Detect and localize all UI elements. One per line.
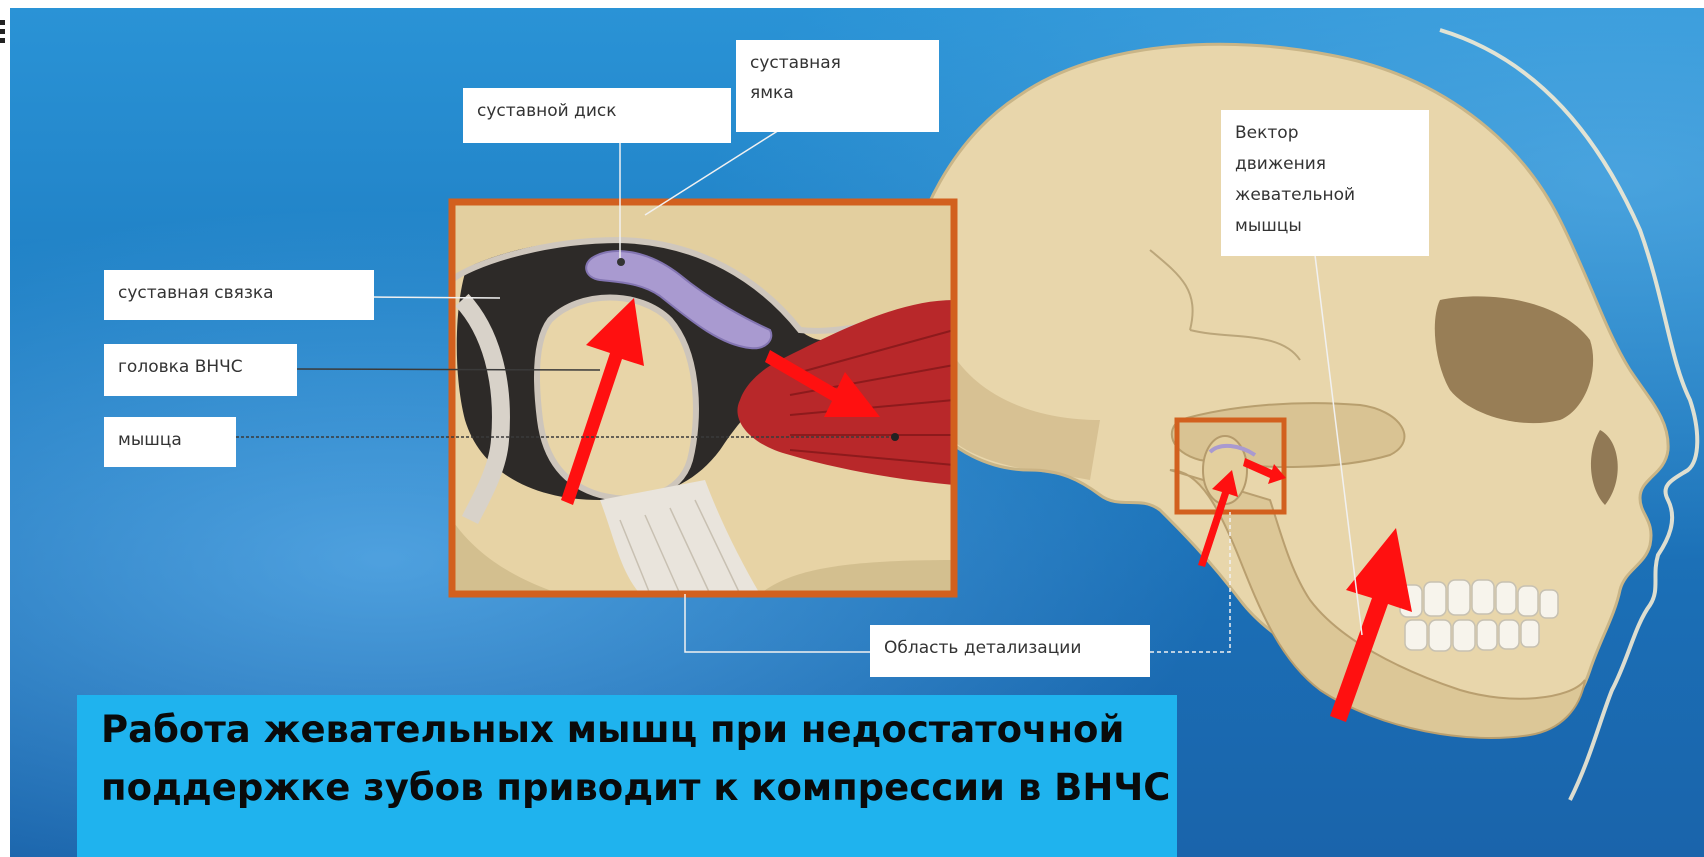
leader-head — [297, 369, 600, 370]
detail-zoom — [452, 202, 954, 594]
label-muscle: мышца — [104, 417, 236, 467]
leader-detail — [685, 594, 870, 652]
label-detail-area: Область детализации — [870, 625, 1150, 677]
caption-line-2: поддержке зубов приводит к компрессии в … — [101, 759, 1157, 817]
label-articular-disc: суставной диск — [463, 88, 731, 143]
corner-marker — [0, 20, 7, 46]
caption-banner: Работа жевательных мышц при недостаточно… — [77, 695, 1177, 857]
marker-disc — [617, 258, 625, 266]
marker-muscle — [891, 433, 899, 441]
label-tmj-head: головка ВНЧС — [104, 344, 297, 396]
label-muscle-vector: Вектор движения жевательной мышцы — [1221, 110, 1429, 256]
label-articular-fossa: суставная ямка — [736, 40, 939, 132]
label-articular-ligament: суставная связка — [104, 270, 374, 320]
caption-line-1: Работа жевательных мышц при недостаточно… — [101, 701, 1157, 759]
leader-ligament — [372, 297, 500, 298]
